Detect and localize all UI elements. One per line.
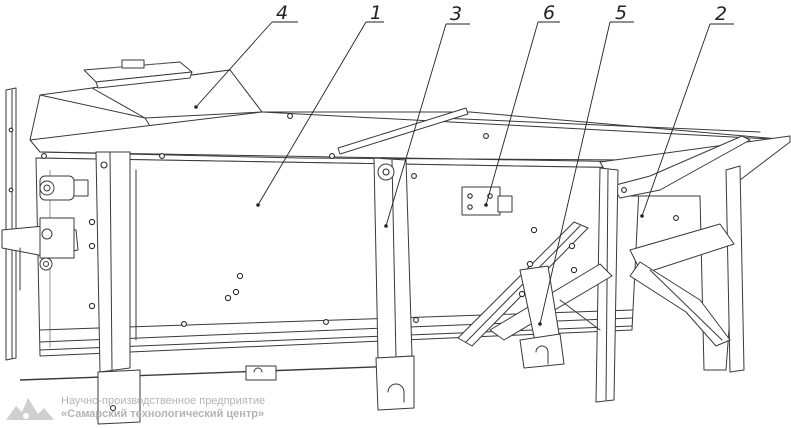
watermark-line-1: Научно-производственное предприятие bbox=[61, 395, 266, 407]
callout-label-2: 2 bbox=[715, 3, 727, 25]
callout-6: 6 bbox=[484, 2, 560, 207]
leg-center bbox=[373, 157, 415, 411]
callout-1: 1 bbox=[256, 2, 384, 207]
callout-5: 5 bbox=[538, 2, 634, 326]
right-frame bbox=[595, 135, 791, 403]
callout-label-6: 6 bbox=[543, 2, 555, 24]
callout-4: 4 bbox=[194, 2, 298, 109]
callout-3: 3 bbox=[384, 3, 470, 228]
callout-label-1: 1 bbox=[370, 2, 382, 24]
company-watermark: Научно-производственное предприятие «Сам… bbox=[4, 392, 294, 424]
callout-label-3: 3 bbox=[450, 3, 462, 25]
callout-2: 2 bbox=[640, 3, 734, 218]
bracket-unit bbox=[1, 217, 79, 291]
callout-label-5: 5 bbox=[615, 2, 627, 24]
top-deck bbox=[29, 107, 791, 169]
inclined-chute bbox=[457, 221, 613, 369]
bottom-feet bbox=[245, 365, 277, 381]
leg-left bbox=[95, 151, 141, 425]
bolts bbox=[41, 113, 679, 327]
motor-unit bbox=[39, 175, 89, 201]
watermark-line-2: «Самарский технологический центр» bbox=[61, 408, 265, 420]
left-post bbox=[5, 87, 17, 361]
callout-label-4: 4 bbox=[276, 2, 288, 24]
company-logo-icon bbox=[6, 398, 54, 420]
control-box bbox=[461, 186, 513, 216]
